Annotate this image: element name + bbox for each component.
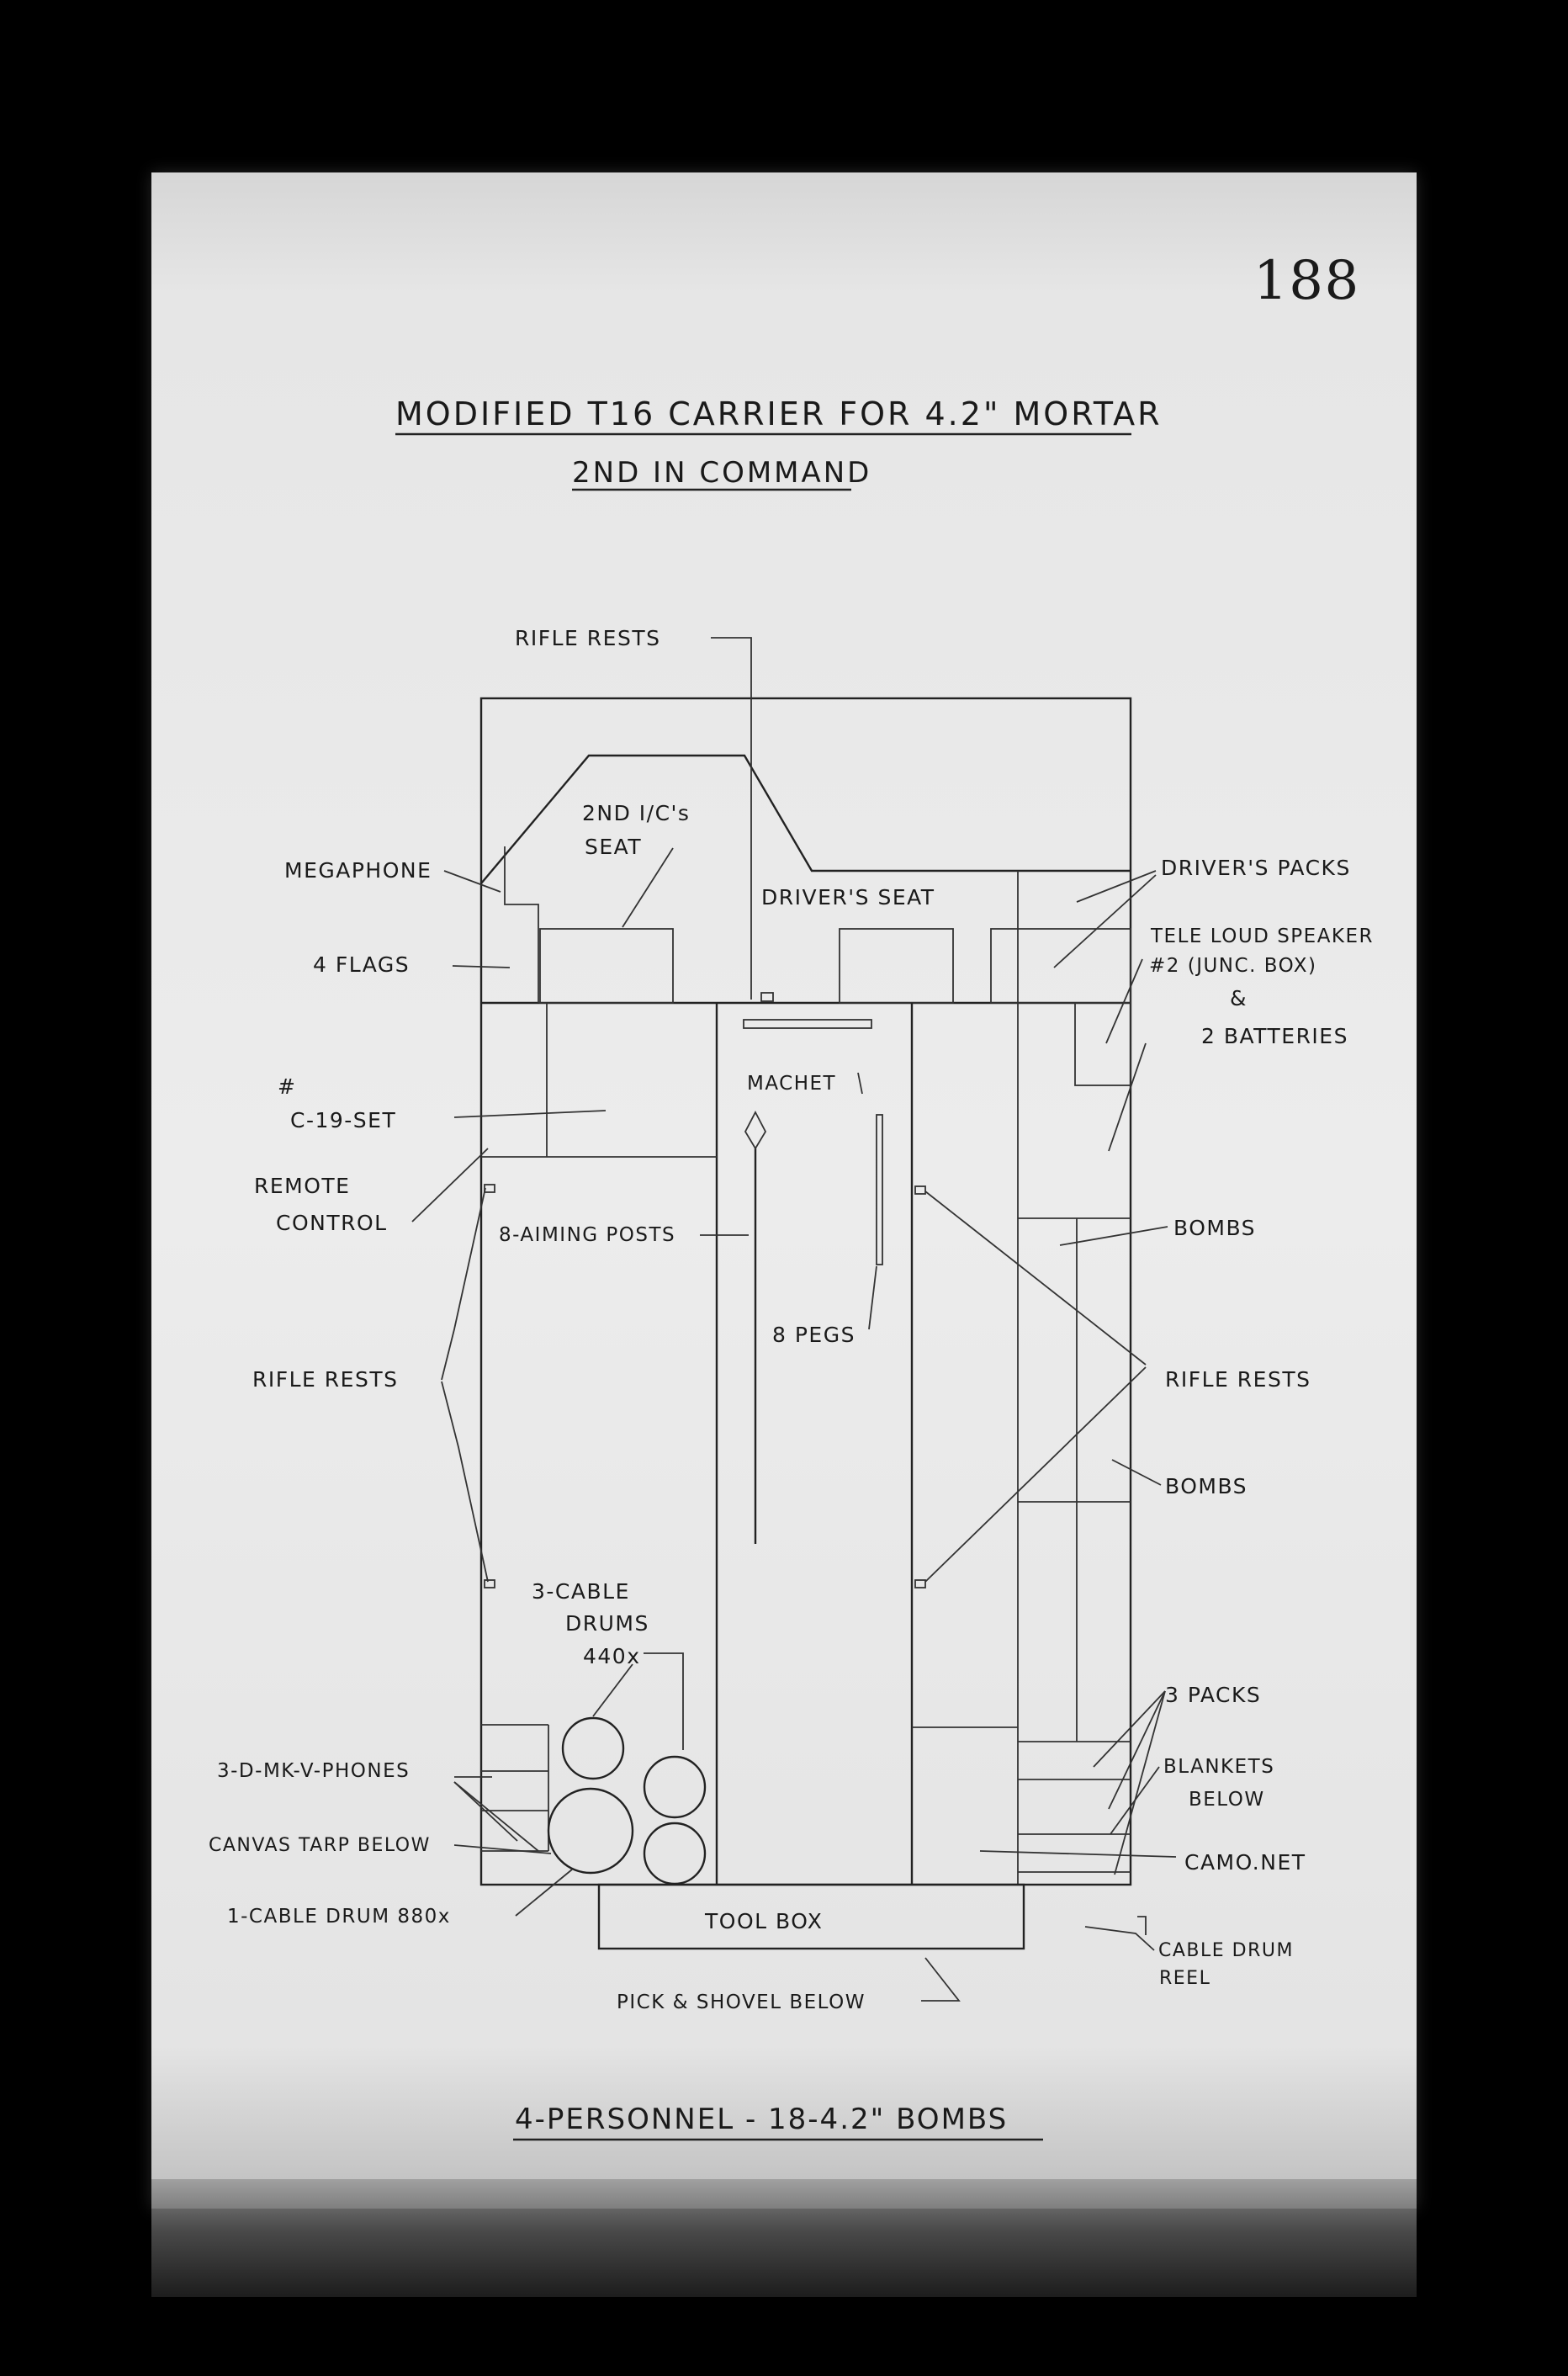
camo-net-label: CAMO.NET bbox=[1184, 1850, 1306, 1875]
rifle-rest-right-bottom bbox=[914, 1579, 926, 1588]
machet-label: MACHET bbox=[747, 1073, 836, 1095]
bombs-label-2: BOMBS bbox=[1165, 1474, 1248, 1498]
cable-drum-2 bbox=[643, 1755, 707, 1819]
four-flags-label: 4 FLAGS bbox=[313, 952, 410, 977]
tele-loudspeaker-label-1: TELE LOUD SPEAKER bbox=[1150, 925, 1374, 947]
tool-box-label: TOOL BOX bbox=[704, 1909, 823, 1933]
hull-outline bbox=[479, 697, 1132, 1886]
cable-drums-label-2: DRUMS bbox=[565, 1611, 649, 1636]
tool-box bbox=[597, 1883, 1025, 1950]
cable-drum-3 bbox=[643, 1822, 707, 1885]
document-sheet bbox=[151, 172, 1417, 2209]
megaphone-bracket bbox=[504, 846, 539, 1003]
leader-lines bbox=[411, 637, 1177, 2002]
canvas-tarp-label: CANVAS TARP BELOW bbox=[209, 1835, 431, 1856]
blankets-label-2: BELOW bbox=[1189, 1789, 1265, 1811]
diagram-subtitle: 2ND IN COMMAND bbox=[572, 456, 871, 490]
aiming-posts-tip bbox=[744, 1111, 767, 1150]
second-ic-seat-box bbox=[539, 928, 674, 1004]
cable-drum-880-label: 1-CABLE DRUM 880x bbox=[227, 1906, 451, 1928]
second-ic-seat-label-2: SEAT bbox=[585, 835, 642, 859]
rifle-rests-top-label: RIFLE RESTS bbox=[515, 626, 660, 650]
rifle-rests-right-label: RIFLE RESTS bbox=[1165, 1367, 1311, 1392]
cable-drum-reel-label-2: REEL bbox=[1159, 1968, 1210, 1989]
drivers-seat-box bbox=[839, 928, 954, 1004]
drivers-packs-label: DRIVER'S PACKS bbox=[1161, 856, 1351, 880]
rifle-rest-front bbox=[760, 992, 774, 1002]
megaphone-label: MEGAPHONE bbox=[284, 858, 432, 883]
rifle-rest-right-top bbox=[914, 1185, 926, 1195]
rifle-rest-left-bottom bbox=[484, 1579, 495, 1588]
page-number: 188 bbox=[1253, 250, 1360, 312]
drivers-seat-label: DRIVER'S SEAT bbox=[761, 885, 935, 910]
remote-control-label-2: CONTROL bbox=[276, 1211, 388, 1235]
pegs-bundle bbox=[876, 1114, 883, 1265]
pegs-label: 8 PEGS bbox=[772, 1323, 856, 1347]
cable-drum-880 bbox=[547, 1787, 634, 1875]
cable-drum-1 bbox=[561, 1716, 625, 1780]
drivers-packs-box bbox=[990, 928, 1131, 1004]
phones-label: 3-D-MK-V-PHONES bbox=[217, 1760, 410, 1782]
cable-drums-label-1: 3-CABLE bbox=[532, 1579, 630, 1604]
c19-set-label-1: # bbox=[278, 1074, 296, 1099]
c19-set-label-2: C-19-SET bbox=[290, 1108, 396, 1132]
bombs-label-1: BOMBS bbox=[1173, 1216, 1256, 1240]
seat-outline bbox=[480, 754, 1131, 884]
two-batteries-label: 2 BATTERIES bbox=[1201, 1024, 1348, 1048]
tele-loudspeaker-label-2: #2 (JUNC. BOX) bbox=[1149, 955, 1316, 977]
junction-box bbox=[1074, 1002, 1131, 1086]
scan-shadow bbox=[151, 2179, 1417, 2297]
cable-drum-reel-label-1: CABLE DRUM bbox=[1158, 1940, 1294, 1961]
blankets-label-1: BLANKETS bbox=[1163, 1756, 1274, 1778]
ampersand-label: & bbox=[1230, 986, 1248, 1010]
machet-bar bbox=[743, 1019, 872, 1029]
rifle-rests-left-label: RIFLE RESTS bbox=[252, 1367, 398, 1392]
pick-shovel-label: PICK & SHOVEL BELOW bbox=[617, 1991, 866, 2013]
diagram-title: MODIFIED T16 CARRIER FOR 4.2" MORTAR bbox=[395, 395, 1163, 432]
aiming-posts-label: 8-AIMING POSTS bbox=[499, 1224, 675, 1246]
cable-drums-label-3: 440x bbox=[583, 1644, 641, 1668]
remote-control-label-1: REMOTE bbox=[254, 1174, 350, 1198]
three-packs-label: 3 PACKS bbox=[1165, 1683, 1261, 1707]
second-ic-seat-label-1: 2ND I/C's bbox=[582, 801, 690, 825]
footer-summary: 4-PERSONNEL - 18-4.2" BOMBS bbox=[515, 2103, 1008, 2136]
